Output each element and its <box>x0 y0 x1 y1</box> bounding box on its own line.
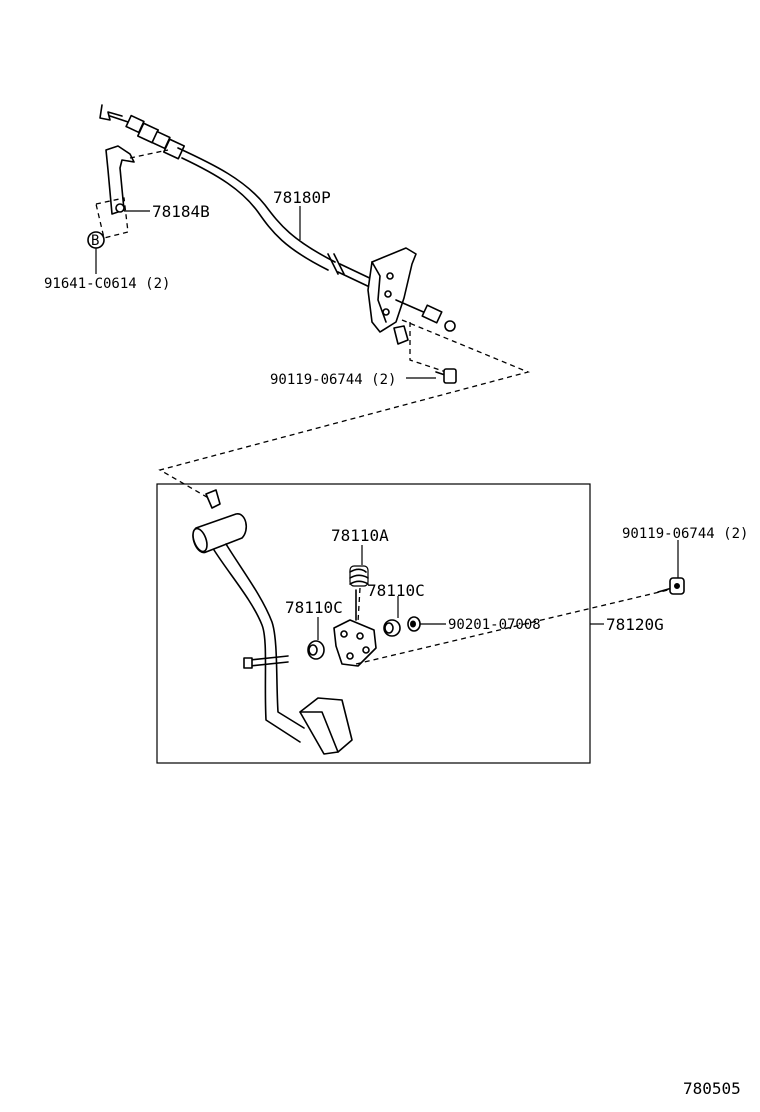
spring-to-plate-dash <box>357 587 361 623</box>
accelerator-pedal-arm <box>192 489 353 755</box>
pedal-support-bracket <box>367 247 456 345</box>
bushing-left <box>307 640 325 660</box>
bracket-bolt-dash <box>409 322 447 373</box>
label-pivot-bolt: 90201-07008 <box>448 617 541 633</box>
label-bushing-right: 78110C <box>367 581 425 600</box>
fastener-marker-letter: B <box>91 233 99 249</box>
throttle-cable-assembly <box>99 104 379 291</box>
upper-to-lower-dash <box>158 319 531 501</box>
upper-bolt <box>435 368 457 384</box>
label-cable: 78180P <box>273 188 331 207</box>
side-bolt <box>657 577 685 595</box>
return-spring <box>349 565 369 587</box>
bushing-right <box>383 619 401 637</box>
pivot-bolt <box>407 616 421 632</box>
figure-number: 780505 <box>683 1079 741 1098</box>
label-upper-bolt: 90119-06744 (2) <box>270 372 396 388</box>
label-side-bolt: 90119-06744 (2) <box>622 526 748 542</box>
pivot-plate <box>333 589 377 667</box>
bracket-leader-dash-1 <box>129 149 169 159</box>
cable-bracket <box>105 145 135 215</box>
label-spring: 78110A <box>331 526 389 545</box>
label-pedal-assy: 78120G <box>606 615 664 634</box>
bracket-leader-dash-2 <box>95 197 129 239</box>
label-bushing-left: 78110C <box>285 598 343 617</box>
label-bracket: 78184B <box>152 202 210 221</box>
label-bracket-fastener: 91641-C0614 (2) <box>44 276 170 292</box>
